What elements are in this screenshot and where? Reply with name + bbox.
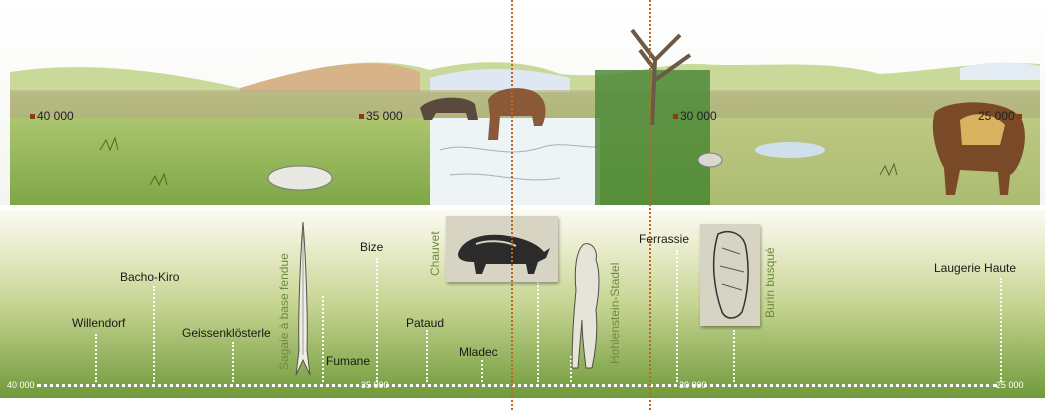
site-ferrassie: Ferrassie bbox=[639, 232, 689, 246]
burin-drawing-icon bbox=[700, 224, 760, 326]
label-hohlenstein: Hohlenstein-Stadel bbox=[608, 263, 622, 364]
chauvet-thumbnail bbox=[446, 216, 558, 282]
label-burin: Burin busqué bbox=[763, 247, 777, 318]
landscape-panorama bbox=[0, 0, 1045, 205]
stem-sagaie bbox=[322, 296, 324, 382]
sagaie-illustration bbox=[288, 220, 318, 380]
site-laugerie-haute: Laugerie Haute bbox=[934, 261, 1016, 275]
site-bize: Bize bbox=[360, 240, 383, 254]
label-chauvet: Chauvet bbox=[428, 231, 442, 276]
guide-line-left bbox=[511, 0, 513, 410]
guide-line-right bbox=[649, 0, 651, 410]
hohlenstein-figurine bbox=[566, 240, 606, 380]
stem-pataud bbox=[426, 330, 428, 382]
burin-thumbnail bbox=[700, 224, 760, 326]
site-bacho-kiro: Bacho-Kiro bbox=[120, 270, 179, 284]
stem-burin bbox=[733, 330, 735, 382]
axis-tick-35000: 35 000 bbox=[361, 380, 389, 390]
site-geissenklosterle: Geissenklösterle bbox=[182, 326, 271, 340]
stem-bacho-kiro bbox=[153, 286, 155, 382]
landscape-date-30000: 30 000 bbox=[673, 109, 717, 123]
landscape-date-25000: 25 000 bbox=[978, 109, 1022, 123]
site-mladec: Mladec bbox=[459, 345, 498, 359]
stem-mladec bbox=[481, 360, 483, 382]
site-willendorf: Willendorf bbox=[72, 316, 125, 330]
label-sagaie: Sagaie à base fendue bbox=[277, 253, 291, 370]
stem-chauvet bbox=[537, 282, 539, 382]
axis-tick-40000: 40 000 bbox=[7, 380, 35, 390]
stem-ferrassie bbox=[676, 250, 678, 382]
site-fumane: Fumane bbox=[326, 354, 370, 368]
rhino-drawing-icon bbox=[446, 216, 558, 282]
time-axis bbox=[37, 384, 997, 387]
stem-willendorf bbox=[95, 334, 97, 382]
stem-laugerie-haute bbox=[1000, 278, 1002, 382]
site-pataud: Pataud bbox=[406, 316, 444, 330]
stem-bize bbox=[376, 258, 378, 382]
axis-tick-30000: 30 000 bbox=[679, 380, 707, 390]
landscape-date-35000: 35 000 bbox=[359, 109, 403, 123]
landscape-date-40000: 40 000 bbox=[30, 109, 74, 123]
stem-geissenklosterle bbox=[232, 342, 234, 382]
